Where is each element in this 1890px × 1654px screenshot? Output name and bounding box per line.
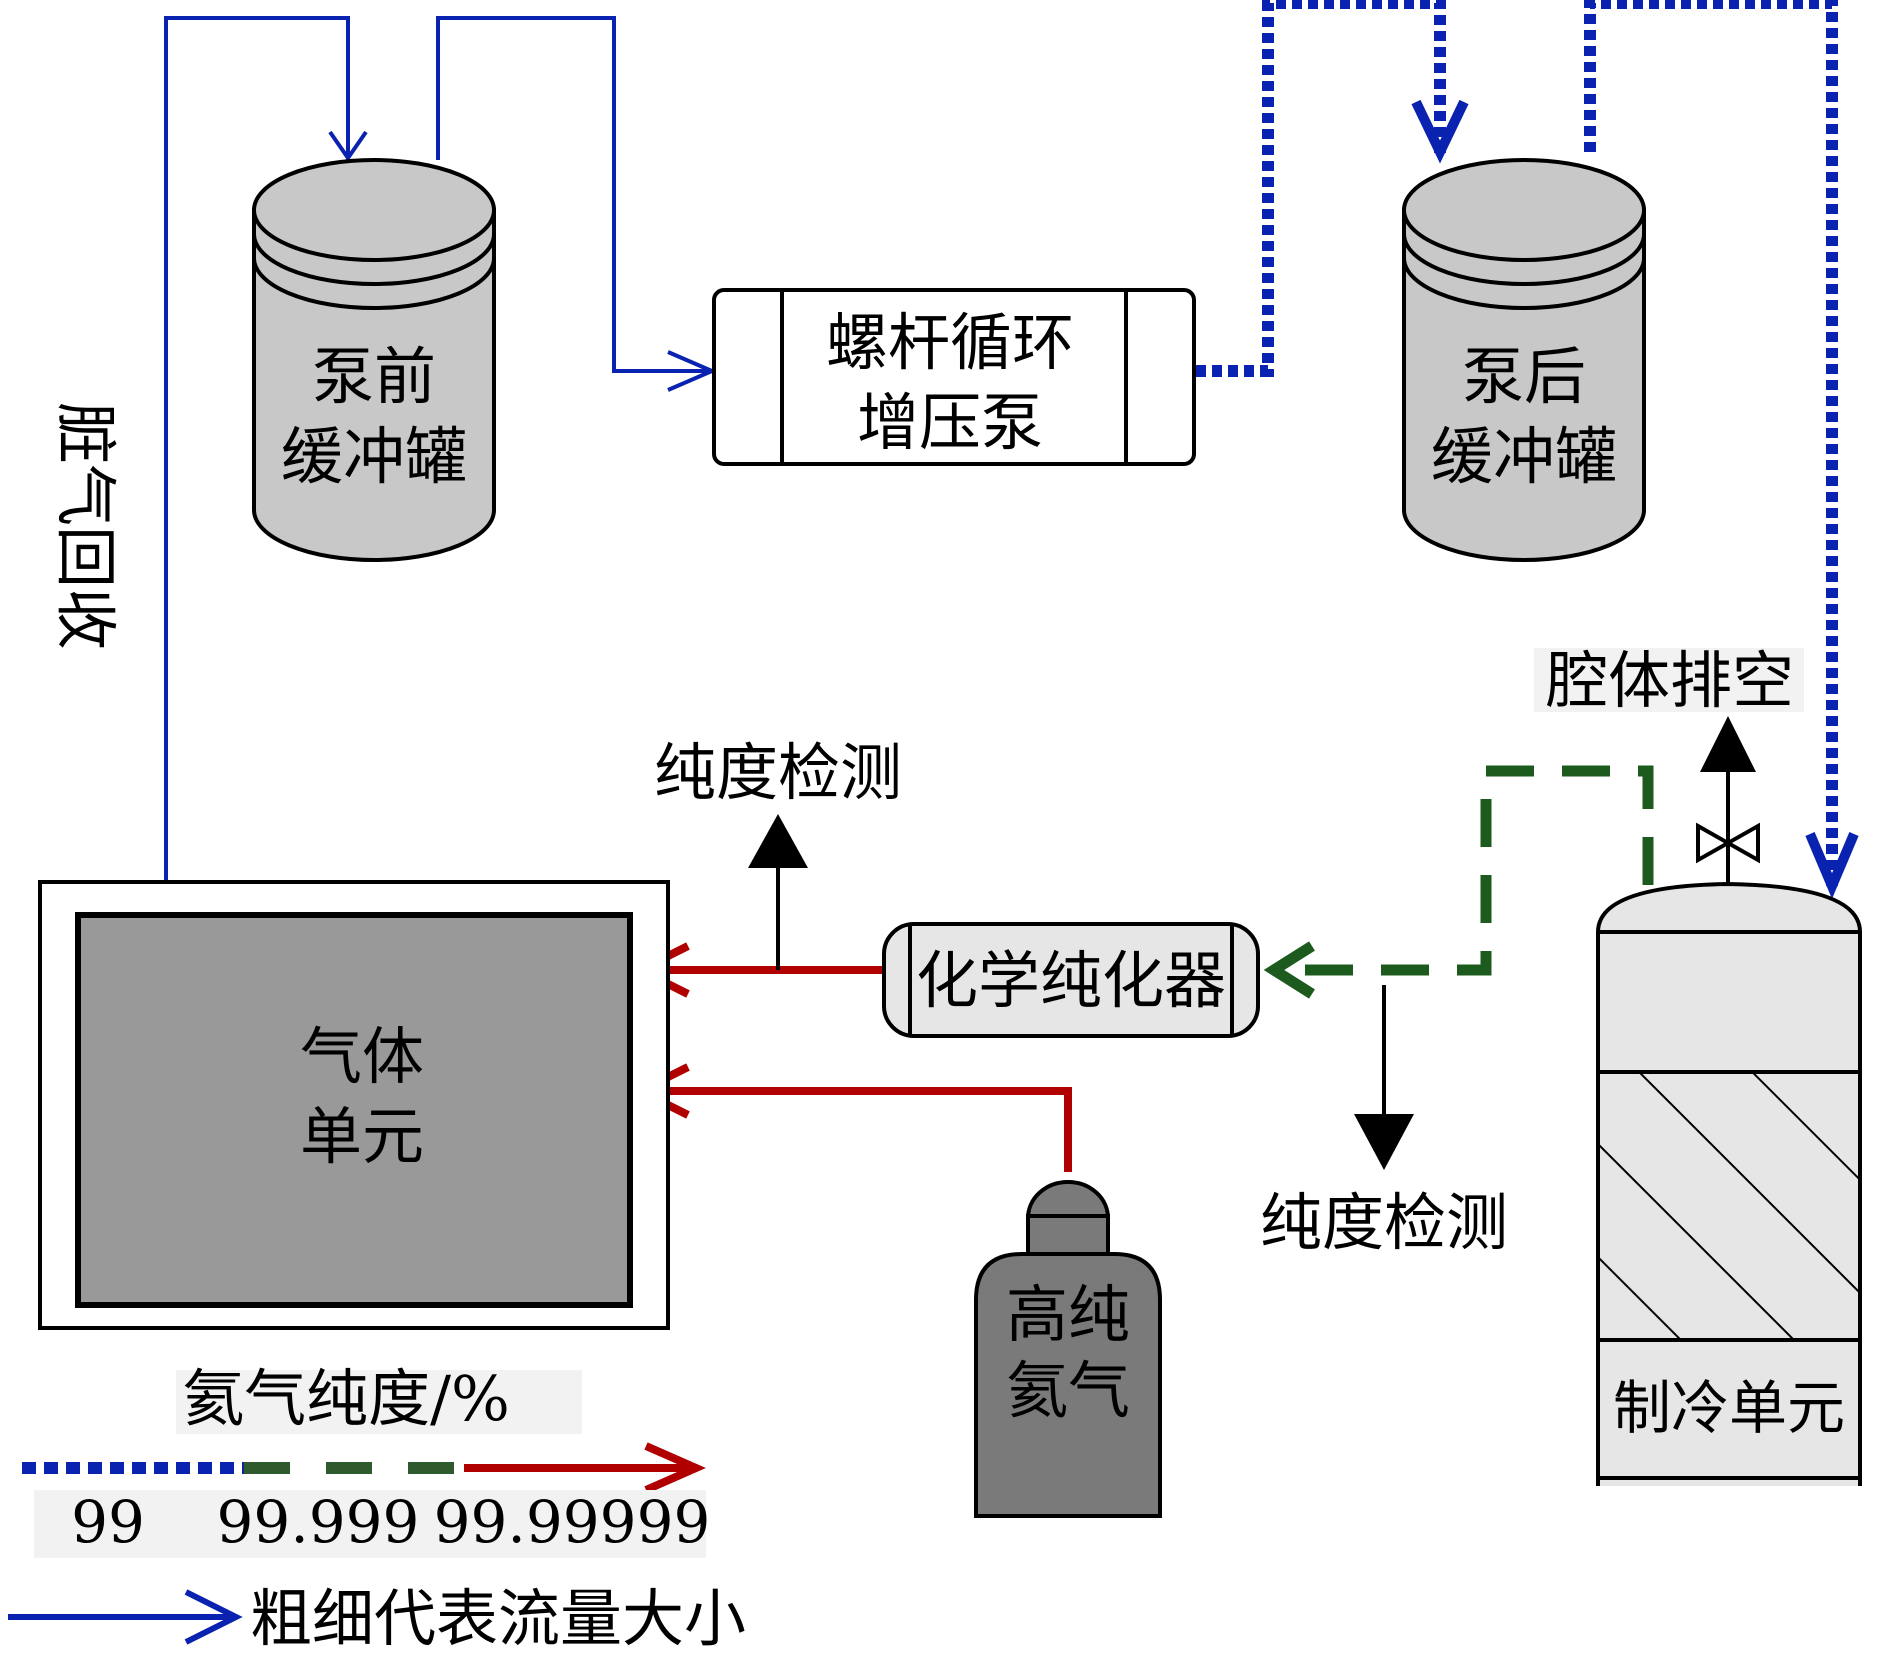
legend-value-99: 99: [71, 1488, 145, 1556]
cavity-vent-label-bg: [1534, 648, 1804, 712]
post-pump-tank-label-1: 泵后: [1462, 340, 1586, 413]
refrigeration-label: 制冷单元: [1613, 1374, 1845, 1442]
valve-icon[interactable]: [1696, 822, 1760, 864]
legend: 氦气纯度/% 99 99.999 99.99999 粗细代表流量大小: [8, 1362, 746, 1654]
legend-title: 氦气纯度/%: [182, 1362, 510, 1435]
cylinder-label-1: 高纯: [1006, 1278, 1130, 1351]
legend-value-99999: 99.999: [217, 1488, 420, 1556]
pre-pump-tank-label-2: 缓冲罐: [281, 420, 467, 493]
legend-value-9999999: 99.99999: [434, 1488, 711, 1556]
pre-pump-tank-label-1: 泵前: [312, 340, 436, 413]
screw-circulation-pump: 螺杆循环 增压泵: [712, 288, 1196, 466]
pumped-gas-line: [1196, 0, 1838, 890]
legend-solid-arrowhead: [644, 1442, 706, 1494]
gas-unit: 气体 单元: [38, 880, 670, 1330]
dirty-gas-recovery-label: 脏气回收: [49, 402, 122, 650]
refrigeration-unit: 制冷单元: [1596, 881, 1862, 1486]
gas-unit-label-1: 气体: [300, 1020, 424, 1093]
purity-check-arrow-top: [748, 814, 808, 970]
purity-check-label-top: 纯度检测: [654, 736, 902, 809]
chemical-purifier: 化学纯化器: [882, 922, 1260, 1038]
legend-flow-note: 粗细代表流量大小: [250, 1582, 746, 1654]
dotted-arrowheads: [1411, 99, 1859, 899]
gas-unit-label-2: 单元: [300, 1100, 424, 1173]
dirty-gas-line: [164, 16, 718, 919]
pre-pump-buffer-tank: 泵前 缓冲罐: [252, 158, 496, 562]
purified-gas-line: [1263, 765, 1654, 999]
legend-values-bg: [34, 1490, 706, 1558]
post-pump-buffer-tank: 泵后 缓冲罐: [1402, 158, 1646, 562]
cylinder-label-2: 氦气: [1006, 1354, 1130, 1427]
screw-pump-label-2: 增压泵: [857, 386, 1043, 459]
purity-check-label-bottom: 纯度检测: [1260, 1186, 1508, 1259]
purity-check-arrow-bottom: [1354, 985, 1414, 1170]
gas-cylinder-icon: 高纯 氦气: [974, 1180, 1162, 1518]
purifier-label: 化学纯化器: [916, 944, 1226, 1017]
screw-pump-label-1: 螺杆循环: [826, 306, 1074, 379]
post-pump-tank-label-2: 缓冲罐: [1431, 420, 1617, 493]
cavity-vent-label: 腔体排空: [1546, 644, 1794, 717]
legend-title-bg: [176, 1370, 582, 1434]
legend-flow-arrowhead: [184, 1589, 243, 1645]
vent-arrow: [1700, 716, 1756, 888]
